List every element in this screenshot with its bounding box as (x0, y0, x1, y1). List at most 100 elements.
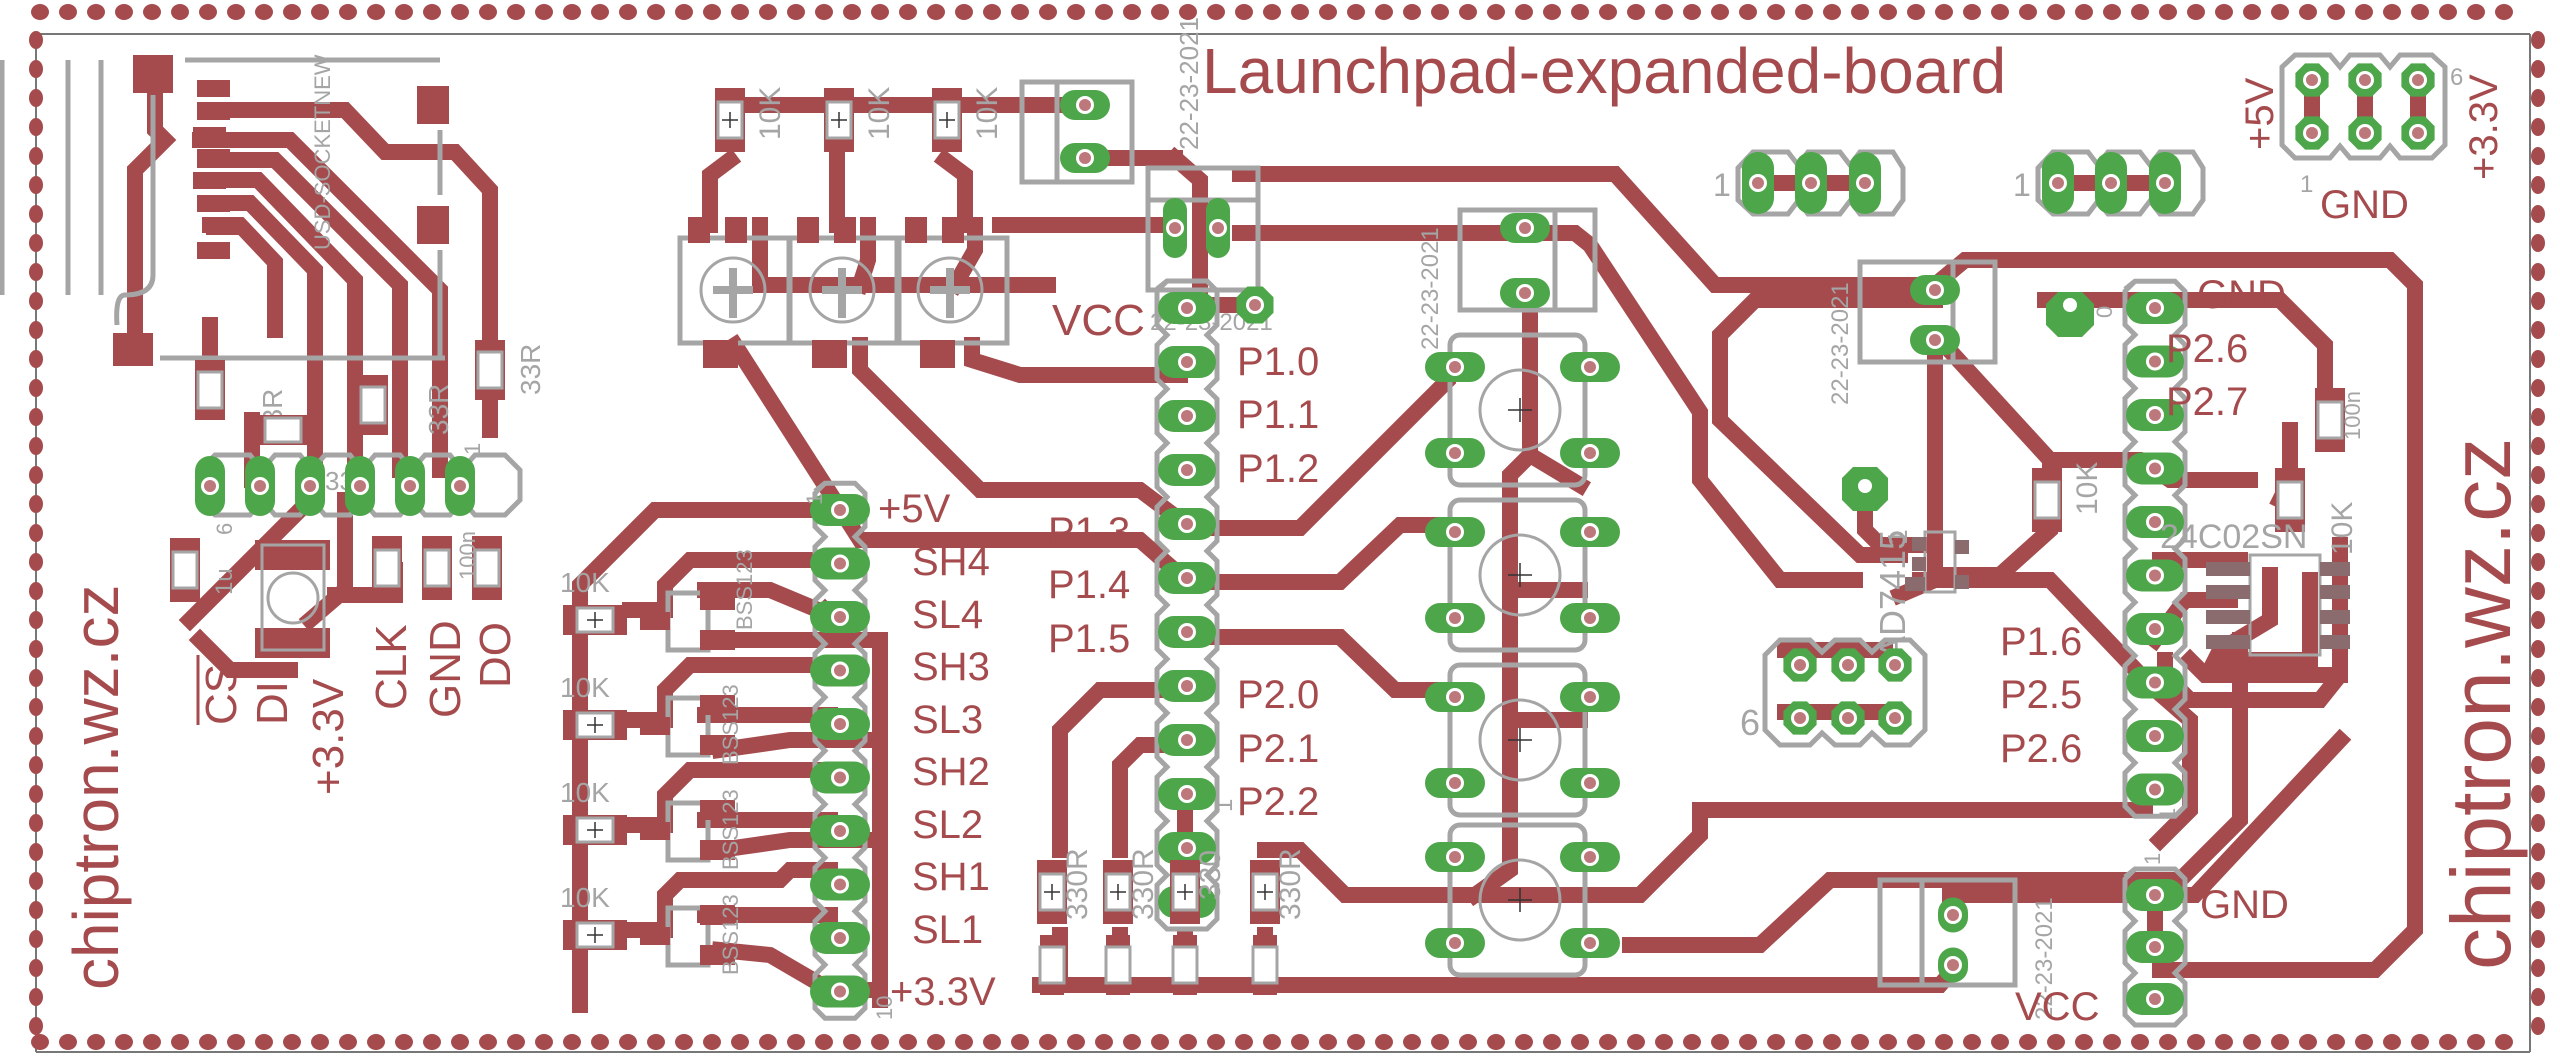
label-p1-1: P1.1 (1237, 393, 1319, 437)
pin-label-do: DO (471, 622, 520, 688)
resistor-10k-b: 10K (2326, 502, 2359, 555)
tactile-switch (1425, 497, 1620, 653)
smd-led (1251, 935, 1279, 995)
brand-right: chiptron.wz.cz (2434, 438, 2528, 970)
power-pin1: 1 (2300, 171, 2313, 198)
date-stamp-3: 22-23-2021 (1827, 282, 1854, 405)
lp-right-pin1b: 1 (2140, 853, 2165, 865)
label-p2-7: P2.7 (2166, 380, 2248, 424)
power-5v-label: +5V (2238, 77, 2282, 150)
lp-right-pin1: 1 (2155, 808, 2180, 820)
sd-header-pin1: 1 (460, 443, 485, 455)
jumper-pin (1742, 152, 1774, 214)
tactile-switch (1425, 332, 1620, 488)
sd-header: 6 1 (195, 443, 523, 535)
header-outline (2122, 866, 2188, 1028)
launchpad-pin (2126, 559, 2184, 592)
sd-header-pin (345, 456, 375, 516)
pot-resistor-label: 10K (971, 87, 1004, 140)
connector-pads (1060, 90, 1968, 983)
dac-header-pin (1783, 701, 1817, 735)
sd-header-pin (245, 456, 275, 516)
sensor-pulldown-resistor (563, 815, 627, 845)
power-pin (2348, 63, 2382, 97)
label-p2-2: P2.2 (1237, 780, 1319, 824)
label-vcc-bottom: VCC (2015, 985, 2099, 1029)
jumper-3pin: 1 (1713, 149, 1906, 217)
sensor-pin (810, 601, 870, 633)
brand-left: chiptron.wz.cz (60, 585, 132, 990)
bss123-transistor (640, 695, 735, 758)
power-pin (2295, 116, 2329, 150)
keepout-lines (0, 60, 104, 295)
board-outline (0, 4, 2545, 1053)
trimmer-pot (677, 217, 793, 368)
connector-pin (1938, 947, 1968, 983)
label-p1-4: P1.4 (1048, 563, 1130, 607)
led-series-resistor (1037, 860, 1067, 924)
sd-header-pin (295, 456, 325, 516)
jumper-pin1: 1 (2013, 167, 2031, 203)
launchpad-pin (2126, 773, 2184, 806)
label-sl4: SL4 (912, 593, 983, 637)
launchpad-pin (2126, 983, 2184, 1015)
power-pin (2295, 63, 2329, 97)
launchpad-pin (1158, 616, 1216, 648)
launchpad-pin (2126, 931, 2184, 963)
sd-header-pin (395, 456, 425, 516)
switch-pin (1425, 352, 1485, 382)
sd-passives: 33R 33R 33R 33R 1u 100n (170, 340, 546, 658)
eeprom-label: 24C02SN (2160, 518, 2307, 556)
launchpad-pin (2126, 399, 2184, 431)
via (1236, 286, 1274, 324)
label-sl2: SL2 (912, 803, 983, 847)
dac-header-pin (1878, 648, 1912, 682)
launchpad-pin (1158, 562, 1216, 594)
sensor-pulldown-resistor (563, 710, 627, 740)
launchpad-right-header: GND P2.6 P2.7 P1.6 P2.5 P2.6 GND VCC 1 1 (2000, 273, 2289, 1029)
tactile-switch (1425, 662, 1620, 818)
sd-resistor-label: 33R (423, 384, 454, 435)
label-sh1: SH1 (912, 855, 990, 899)
electrolytic-cap (255, 540, 330, 658)
tactile-switch (1425, 822, 1620, 978)
switch-pin (1425, 842, 1485, 872)
sd-header-pin (195, 456, 225, 516)
switch-pin (1560, 352, 1620, 382)
label-p1-5: P1.5 (1048, 617, 1130, 661)
launchpad-pin (1158, 292, 1216, 324)
date-stamp-2: 22-23-2021 (1417, 227, 1444, 350)
led-resistor-label: 330R (1274, 848, 1307, 920)
smd-led (1104, 935, 1132, 995)
switch-pin (1425, 768, 1485, 798)
switch-pin (1425, 928, 1485, 958)
dac-header: 6 (1740, 637, 1928, 748)
sensor-pin (810, 975, 870, 1008)
trimmer-pot (894, 217, 1010, 368)
pot-series-resistor (824, 88, 854, 152)
dac-header-pin (1831, 701, 1865, 735)
transistor-label: BSS123 (718, 894, 743, 975)
connector-pin (1910, 275, 1960, 305)
label-p2-1: P2.1 (1237, 727, 1319, 771)
date-stamp: 22-23-2021 (1174, 17, 1204, 150)
led-series-resistor (1103, 860, 1133, 924)
dac-header-pin (1878, 701, 1912, 735)
pot-resistor-label: 10K (754, 87, 787, 140)
label-sh2: SH2 (912, 750, 990, 794)
dac-header-pin (1831, 648, 1865, 682)
sensor-pin (810, 761, 870, 794)
launchpad-pin (1158, 400, 1216, 432)
tactile-switches (1425, 332, 1620, 978)
connector-pin (1938, 897, 1968, 933)
connector-pin (1500, 213, 1550, 243)
dac-eeprom-area: AD7415 1 6 10K 100n 10K 24C02SN (1740, 292, 2365, 748)
pot-series-resistor (932, 88, 962, 152)
sensor-pulldown-resistor (563, 920, 627, 950)
launchpad-pin (2126, 506, 2184, 538)
switch-pin (1560, 603, 1620, 633)
